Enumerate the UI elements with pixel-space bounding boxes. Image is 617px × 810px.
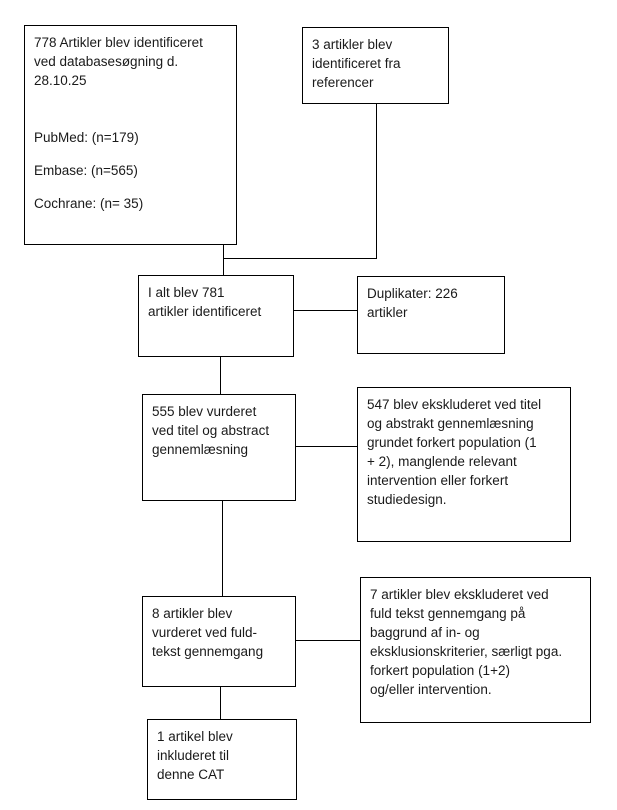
excluded-screening-text-5: intervention eller forkert [367, 473, 509, 488]
connector-fulltext-to-included [220, 686, 221, 720]
database-search-box: 778 Artikler blev identificeret ved data… [24, 25, 237, 245]
connector-references-down [376, 103, 377, 258]
excluded-fulltext-text-6: og/eller intervention. [370, 682, 492, 697]
total-text-1: I alt blev 781 [148, 285, 225, 300]
database-search-text-2: ved databasesøgning d. [34, 54, 179, 69]
included-text-2: inkluderet til [157, 748, 230, 763]
fulltext-text-3: tekst gennemgang [152, 644, 264, 659]
duplicates-box: Duplikater: 226 artikler [357, 276, 505, 354]
references-text-2: identificeret fra [312, 56, 401, 71]
excluded-fulltext-text-4: eksklusionskriterier, særligt pga. [370, 644, 563, 659]
screened-text-3: gennemlæsning [152, 442, 249, 457]
screened-text-2: ved titel og abstract [152, 423, 270, 438]
connector-screened-to-excluded [295, 446, 358, 447]
total-identified-box: I alt blev 781 artikler identificeret [138, 275, 294, 357]
fulltext-text-2: vurderet ved fuld- [152, 625, 258, 640]
fulltext-text-1: 8 artikler blev [152, 606, 233, 621]
excluded-fulltext-text-1: 7 artikler blev ekskluderet ved [370, 587, 549, 602]
excluded-fulltext-box: 7 artikler blev ekskluderet ved fuld tek… [360, 577, 591, 723]
database-search-text-1: 778 Artikler blev identificeret [34, 35, 203, 50]
included-text-1: 1 artikel blev [157, 729, 233, 744]
excluded-screening-box: 547 blev ekskluderet ved titel og abstra… [357, 387, 571, 542]
connector-total-to-duplicates [293, 310, 358, 311]
excluded-fulltext-text-5: forkert population (1+2) [370, 663, 510, 678]
excluded-fulltext-text-3: baggrund af in- og [370, 625, 480, 640]
screened-box: 555 blev vurderet ved titel og abstract … [142, 394, 296, 501]
total-text-2: artikler identificeret [148, 304, 262, 319]
pubmed-count: PubMed: (n=179) [34, 130, 139, 145]
references-box: 3 artikler blev identificeret fra refere… [302, 27, 449, 104]
fulltext-assessed-box: 8 artikler blev vurderet ved fuld- tekst… [142, 596, 296, 687]
duplicates-text-1: Duplikater: 226 [367, 286, 458, 301]
references-text-1: 3 artikler blev [312, 37, 393, 52]
excluded-screening-text-3: grundet forkert population (1 [367, 435, 537, 450]
excluded-screening-text-6: studiedesign. [367, 492, 447, 507]
excluded-fulltext-text-2: fuld tekst gennemgang på [370, 606, 526, 621]
included-box: 1 artikel blev inkluderet til denne CAT [147, 719, 297, 800]
connector-merge-horizontal [223, 258, 377, 259]
excluded-screening-text-2: og abstrakt gennemlæsning [367, 416, 534, 431]
included-text-3: denne CAT [157, 767, 225, 782]
cochrane-count: Cochrane: (n= 35) [34, 196, 144, 211]
references-text-3: referencer [312, 75, 374, 90]
connector-fulltext-to-excluded [295, 640, 361, 641]
screened-text-1: 555 blev vurderet [152, 404, 257, 419]
connector-database-down [223, 244, 224, 276]
excluded-screening-text-1: 547 blev ekskluderet ved titel [367, 397, 542, 412]
excluded-screening-text-4: + 2), manglende relevant [367, 454, 517, 469]
connector-screened-to-fulltext [222, 500, 223, 597]
database-search-text-3: 28.10.25 [34, 73, 87, 88]
duplicates-text-2: artikler [367, 305, 408, 320]
embase-count: Embase: (n=565) [34, 163, 138, 178]
connector-total-to-screened [220, 356, 221, 395]
